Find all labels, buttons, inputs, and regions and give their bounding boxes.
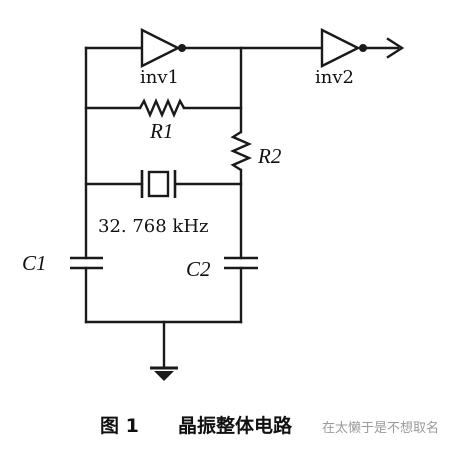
- figure-title: 晶振整体电路: [178, 414, 293, 437]
- resistor-r2: [230, 130, 252, 172]
- capacitor-c2: [224, 256, 258, 270]
- label-r1: R1: [149, 119, 173, 143]
- crystal-oscillator: [140, 170, 177, 198]
- label-inv2: inv2: [315, 67, 354, 88]
- inverter-inv1: [140, 28, 186, 68]
- label-r2: R2: [257, 144, 282, 168]
- label-c1: C1: [22, 251, 47, 275]
- label-inv1: inv1: [140, 67, 179, 88]
- ground-icon: [150, 366, 178, 381]
- figure-number: 图 1: [100, 415, 139, 437]
- resistor-r1: [138, 97, 186, 119]
- watermark-text: 在太懒于是不想取名: [322, 420, 439, 436]
- label-c2: C2: [186, 257, 211, 281]
- label-frequency: 32. 768 kHz: [98, 216, 209, 237]
- output-arrow: [365, 37, 405, 59]
- inverter-inv2: [320, 28, 367, 68]
- capacitor-c1: [70, 256, 103, 270]
